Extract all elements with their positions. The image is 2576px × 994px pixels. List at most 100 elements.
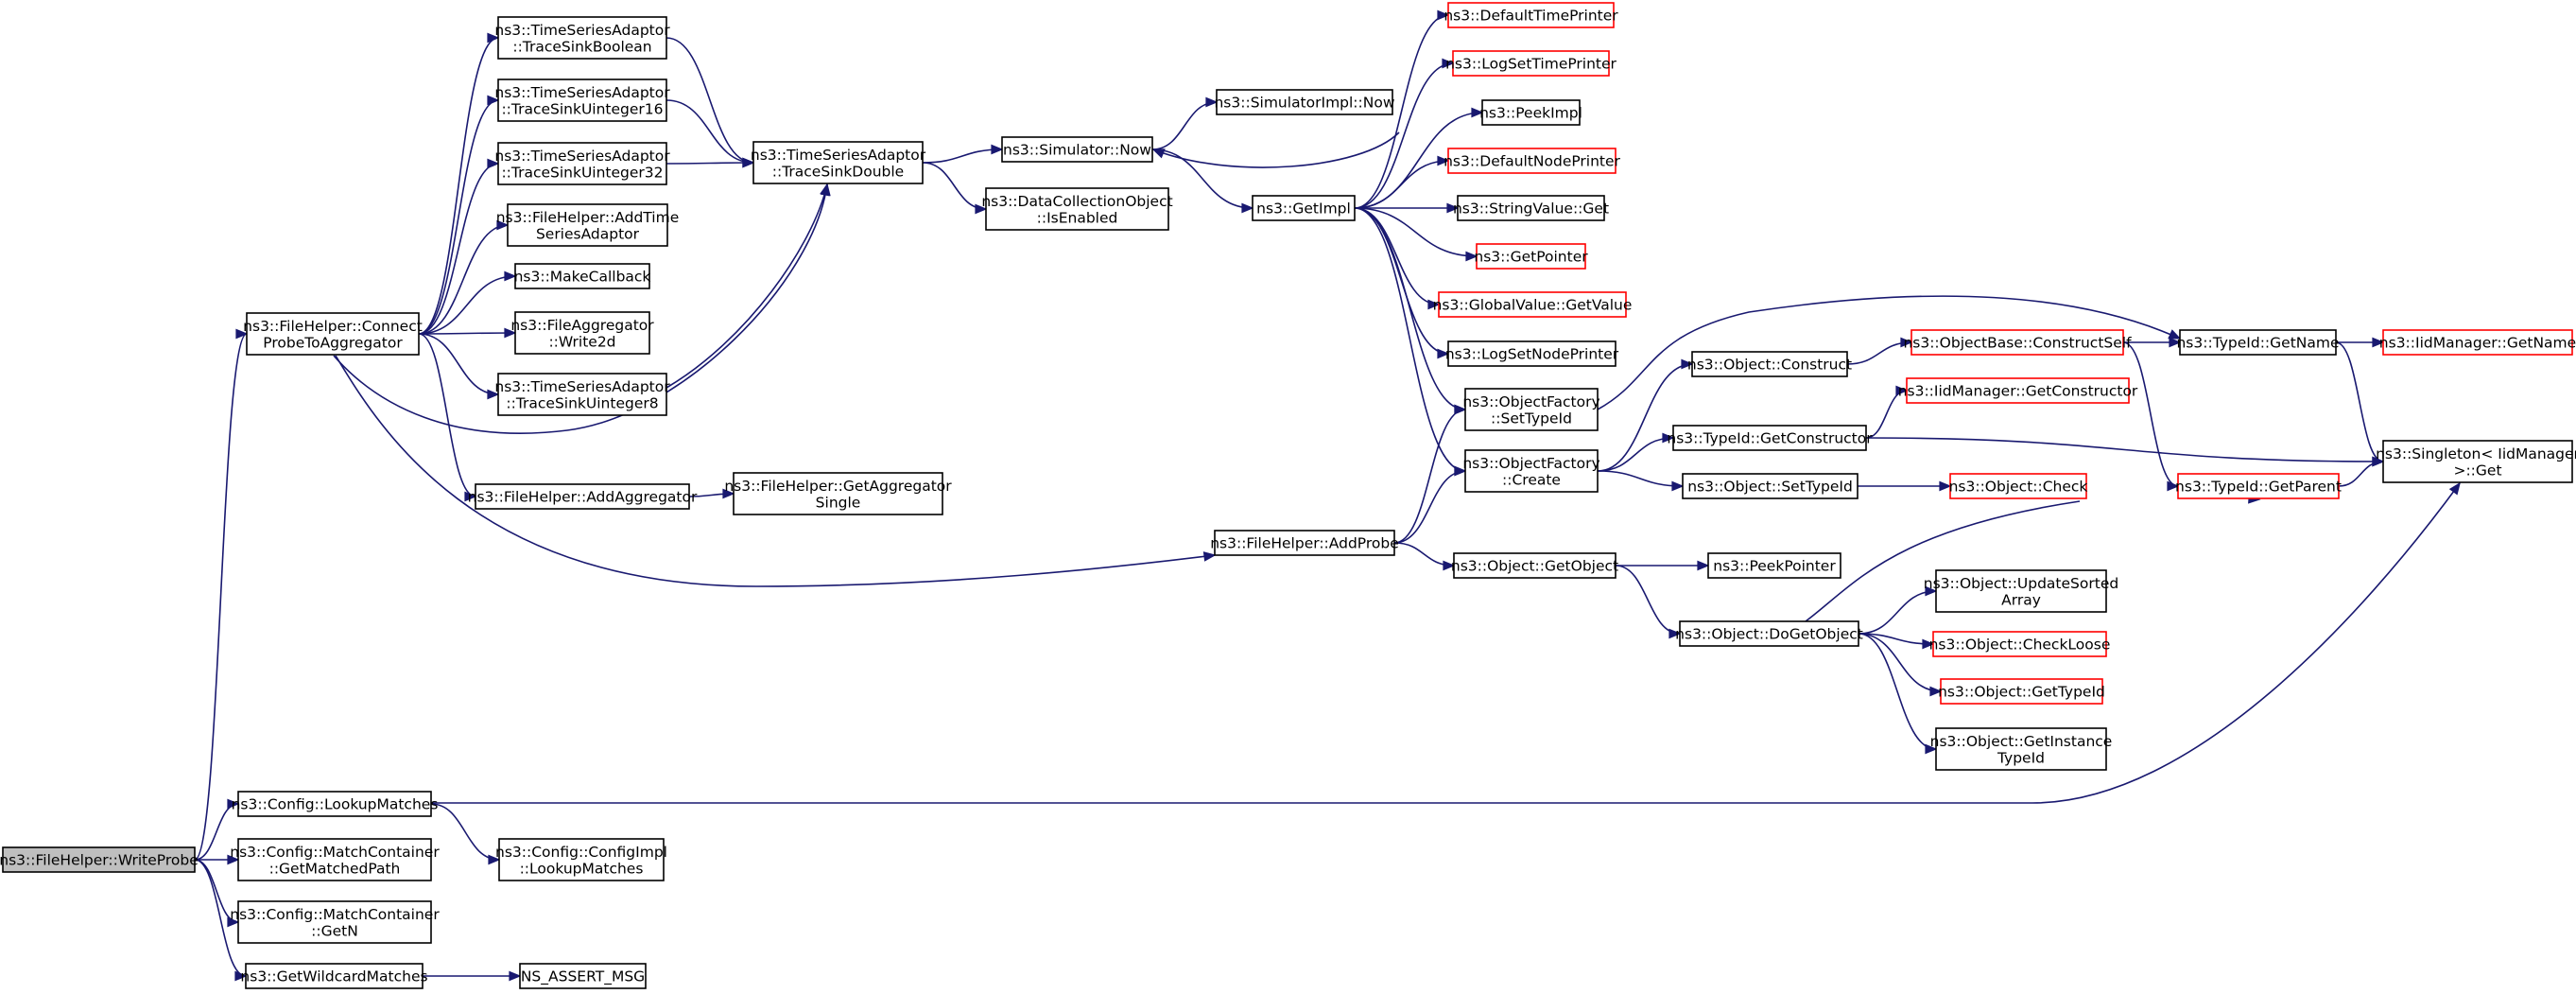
node-label-line: ::TraceSinkUinteger8: [506, 394, 658, 411]
node-box: [237, 838, 432, 881]
function-node-tsdouble[interactable]: ns3::TimeSeriesAdaptor::TraceSinkDouble: [751, 141, 926, 184]
call-edge-lookupmatches-to-singleton: [430, 481, 2461, 804]
edge-line: [418, 224, 509, 335]
function-node-ofcreate[interactable]: ns3::ObjectFactory::Create: [1462, 449, 1600, 493]
function-node-peekpointer[interactable]: ns3::PeekPointer: [1707, 552, 1841, 579]
function-node-getmatchedpath[interactable]: ns3::Config::MatchContainer::GetMatchedP…: [230, 838, 440, 881]
function-node-logsetnodeprinter[interactable]: ns3::LogSetNodePrinter: [1445, 340, 1619, 367]
node-label-line: ns3::Config::MatchContainer: [230, 844, 440, 861]
function-node-nsassert[interactable]: NS_ASSERT_MSG: [519, 963, 647, 989]
function-node-objgetobject[interactable]: ns3::Object::GetObject: [1451, 552, 1618, 579]
call-edge-connectprobe-to-addtimeseries: [418, 219, 510, 335]
function-node-tsuint32[interactable]: ns3::TimeSeriesAdaptor::TraceSinkUintege…: [494, 142, 670, 185]
function-node-tidgetname[interactable]: ns3::TypeId::GetName: [2176, 329, 2340, 356]
node-box: [1481, 99, 1581, 126]
function-node-objcheck[interactable]: ns3::Object::Check: [1949, 473, 2088, 499]
function-node-lookupmatches[interactable]: ns3::Config::LookupMatches: [232, 791, 439, 817]
function-node-tsboolean[interactable]: ns3::TimeSeriesAdaptor::TraceSinkBoolean: [494, 16, 670, 60]
function-node-ofsettypeid[interactable]: ns3::ObjectFactory::SetTypeId: [1462, 388, 1600, 431]
function-node-simimplnow[interactable]: ns3::SimulatorImpl::Now: [1214, 89, 1395, 115]
function-node-getimpl[interactable]: ns3::GetImpl: [1252, 195, 1356, 221]
arrowhead-icon: [1929, 686, 1943, 697]
node-label-line: ns3::Config::LookupMatches: [232, 796, 439, 813]
function-node-tidgetconstructor[interactable]: ns3::TypeId::GetConstructor: [1667, 425, 1873, 451]
function-node-logsettimeprinter[interactable]: ns3::LogSetTimePrinter: [1445, 50, 1617, 77]
node-label-line: ns3::Config::MatchContainer: [230, 906, 440, 923]
call-edge-getimpl-to-logsetnodeprinter: [1354, 207, 1450, 359]
call-edge-addprobe-to-objgetobject: [1393, 542, 1456, 571]
call-edge-objgetobject-to-peekpointer: [1616, 560, 1710, 571]
function-node-singleton[interactable]: ns3::Singleton< IidManager >::Get: [2376, 440, 2576, 483]
call-edge-tsuint16-to-tsdouble: [666, 99, 755, 168]
node-label-line: ns3::Object::UpdateSorted: [1924, 575, 2118, 592]
function-node-dogetobject[interactable]: ns3::Object::DoGetObject: [1675, 620, 1863, 647]
node-label-line: ns3::FileHelper::AddAggregator: [468, 489, 698, 506]
arrowhead-icon: [227, 854, 240, 865]
call-edge-getimpl-to-simnow: [1151, 131, 1400, 168]
function-node-makecallback[interactable]: ns3::MakeCallback: [514, 263, 651, 289]
node-label-line: ns3::Object::GetObject: [1451, 558, 1618, 575]
function-node-dcoenabled[interactable]: ns3::DataCollectionObject::IsEnabled: [981, 187, 1173, 231]
function-node-stringvalueget[interactable]: ns3::StringValue::Get: [1453, 195, 1609, 221]
function-node-constructself[interactable]: ns3::ObjectBase::ConstructSelf: [1903, 329, 2132, 356]
call-edge-getimpl-to-defaultnodeprinter: [1354, 155, 1450, 209]
edge-line: [922, 148, 1003, 164]
function-node-peekimpl[interactable]: ns3::PeekImpl: [1479, 99, 1582, 126]
function-node-globalvalue[interactable]: ns3::GlobalValue::GetValue: [1433, 291, 1633, 318]
arrowhead-icon: [234, 970, 248, 982]
function-node-getwildcard[interactable]: ns3::GetWildcardMatches: [240, 963, 428, 989]
node-label-line: ns3::Simulator::Now: [1003, 142, 1151, 159]
node-label-line: ns3::StringValue::Get: [1453, 201, 1609, 218]
arrowhead-icon: [1681, 358, 1694, 370]
function-node-writeprobe[interactable]: ns3::FileHelper::WriteProbe: [0, 846, 199, 873]
function-node-connectprobe[interactable]: ns3::FileHelper::ConnectProbeToAggregato…: [243, 312, 423, 356]
call-edge-getimpl-to-getpointer: [1354, 207, 1478, 262]
node-box: [237, 900, 432, 944]
node-box: [1464, 388, 1599, 431]
node-label-line: SeriesAdaptor: [536, 225, 640, 242]
edge-line: [1597, 437, 1674, 472]
function-node-tidgetparent[interactable]: ns3::TypeId::GetParent: [2175, 473, 2342, 499]
function-node-iidgetname[interactable]: ns3::IidManager::GetName: [2379, 329, 2576, 356]
node-label-line: ns3::MakeCallback: [514, 269, 651, 286]
function-node-objconstruct[interactable]: ns3::Object::Construct: [1687, 351, 1852, 377]
function-node-iidgetconstructor[interactable]: ns3::IidManager::GetConstructor: [1898, 377, 2138, 404]
node-label-line: ns3::DefaultNodePrinter: [1444, 153, 1620, 170]
function-node-simnow[interactable]: ns3::Simulator::Now: [1001, 136, 1153, 163]
edge-line: [1858, 633, 1937, 750]
call-edge-connectprobe-to-addaggregator: [418, 333, 477, 502]
node-box: [1252, 195, 1356, 221]
function-node-defaultnodeprinter[interactable]: ns3::DefaultNodePrinter: [1444, 148, 1621, 174]
call-edge-constructself-to-tidgetparent: [2122, 341, 2180, 492]
call-edge-addprobe-to-ofsettypeid: [1393, 404, 1467, 544]
node-box: [519, 963, 647, 989]
edge-line: [1354, 207, 1466, 472]
function-node-checkloose[interactable]: ns3::Object::CheckLoose: [1929, 631, 2111, 657]
function-node-addprobe[interactable]: ns3::FileHelper::AddProbe: [1210, 530, 1399, 556]
node-label-line: ::TraceSinkDouble: [772, 163, 904, 180]
edge-line: [1805, 500, 2081, 622]
edge-line: [1615, 565, 1681, 635]
arrowhead-icon: [487, 389, 500, 400]
function-node-getpointer[interactable]: ns3::GetPointer: [1474, 243, 1588, 270]
function-node-objgettypeid[interactable]: ns3::Object::GetTypeId: [1938, 678, 2105, 705]
function-node-getn[interactable]: ns3::Config::MatchContainer::GetN: [230, 900, 440, 944]
node-box: [1452, 50, 1610, 77]
arrowhead-icon: [1205, 96, 1219, 108]
arrowhead-icon: [991, 144, 1004, 155]
function-node-addaggregator[interactable]: ns3::FileHelper::AddAggregator: [468, 483, 698, 510]
function-node-write2d[interactable]: ns3::FileAggregator::Write2d: [510, 311, 654, 355]
function-node-tsuint16[interactable]: ns3::TimeSeriesAdaptor::TraceSinkUintege…: [494, 78, 670, 122]
function-node-objsettypeid[interactable]: ns3::Object::SetTypeId: [1682, 473, 1859, 499]
node-label-line: TypeId: [1997, 749, 2045, 766]
arrowhead-icon: [1925, 743, 1938, 755]
function-node-tsuint8[interactable]: ns3::TimeSeriesAdaptor::TraceSinkUintege…: [494, 373, 670, 416]
node-box: [1707, 552, 1841, 579]
function-node-defaulttimeprinter[interactable]: ns3::DefaultTimePrinter: [1444, 2, 1618, 28]
edge-line: [418, 333, 499, 395]
function-node-configimpl[interactable]: ns3::Config::ConfigImpl::LookupMatches: [495, 838, 667, 881]
